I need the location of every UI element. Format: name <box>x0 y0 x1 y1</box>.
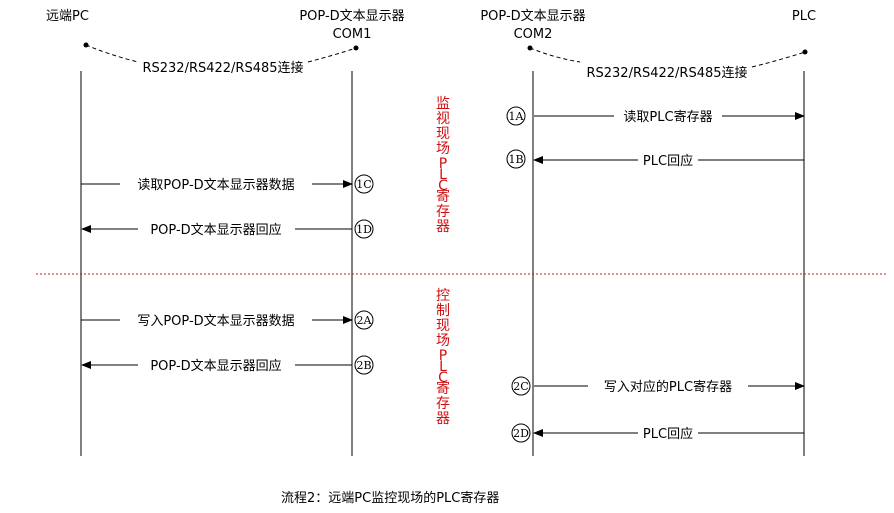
step-badge-1C <box>354 174 374 194</box>
connection-dash-right-1 <box>529 47 581 63</box>
step-badge-2B <box>354 355 374 375</box>
message-1D-label: POP-D文本显示器回应 <box>150 222 281 238</box>
diagram-caption: 流程2：远端PC监控现场的PLC寄存器 <box>281 490 499 506</box>
message-2A: 写入POP-D文本显示器数据 2A <box>81 310 374 330</box>
message-2C-label: 写入对应的PLC寄存器 <box>604 379 732 395</box>
step-badge-1D-text: 1D <box>356 223 372 236</box>
participant-com2-port: COM2 <box>514 27 553 42</box>
message-1A-label: 读取PLC寄存器 <box>623 109 712 125</box>
participant-pc-title: 远端PC <box>46 9 89 24</box>
message-2D: 2D PLC回应 <box>511 423 804 443</box>
step-badge-1B-text: 1B <box>508 153 523 166</box>
step-badge-2D <box>511 423 531 443</box>
connection-dash-left-1 <box>85 44 139 63</box>
step-badge-2A-text: 2A <box>357 314 373 327</box>
message-1A: 1A 读取PLC寄存器 <box>506 106 805 126</box>
message-2C: 2C 写入对应的PLC寄存器 <box>511 376 805 396</box>
connection-label-left: RS232/RS422/RS485连接 <box>142 60 303 76</box>
participant-plc-title: PLC <box>792 9 816 24</box>
message-1C: 读取POP-D文本显示器数据 1C <box>81 174 374 194</box>
message-2D-label: PLC回应 <box>643 426 693 442</box>
message-2B: POP-D文本显示器回应 2B <box>81 355 374 375</box>
connection-dash-left-2 <box>307 47 357 63</box>
participant-com1-port: COM1 <box>333 27 372 42</box>
step-badge-2D-text: 2D <box>513 427 529 440</box>
connection-dot-plc <box>802 49 808 55</box>
step-badge-2C-text: 2C <box>513 380 528 393</box>
step-badge-1A-text: 1A <box>509 110 525 123</box>
step-badge-2B-text: 2B <box>356 359 371 372</box>
message-2B-label: POP-D文本显示器回应 <box>150 358 281 374</box>
message-2A-label: 写入POP-D文本显示器数据 <box>137 314 294 329</box>
step-badge-2C <box>511 376 531 396</box>
connection-dash-right-2 <box>751 51 806 68</box>
message-1B: 1B PLC回应 <box>506 149 804 169</box>
step-badge-2A <box>354 310 374 330</box>
step-badge-1C-text: 1C <box>356 178 371 191</box>
step-badge-1B <box>506 149 526 169</box>
step-badge-1A <box>506 106 526 126</box>
connection-label-right: RS232/RS422/RS485连接 <box>586 65 747 81</box>
message-1D: POP-D文本显示器回应 1D <box>81 219 374 239</box>
message-1C-label: 读取POP-D文本显示器数据 <box>137 178 294 193</box>
participant-com2-title: POP-D文本显示器 <box>480 9 585 24</box>
message-1B-label: PLC回应 <box>643 153 693 169</box>
step-badge-1D <box>354 219 374 239</box>
participant-com1-title: POP-D文本显示器 <box>299 9 404 24</box>
